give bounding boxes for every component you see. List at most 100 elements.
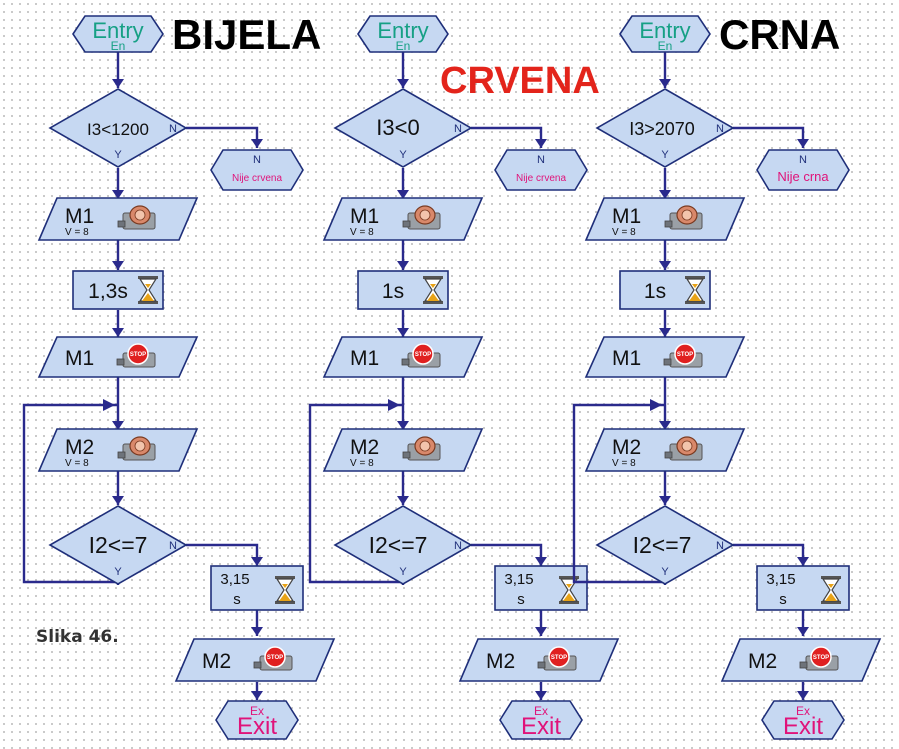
condition-diamond[interactable] bbox=[595, 88, 735, 168]
stop-sign-text: STOP bbox=[813, 655, 829, 661]
arrow-head bbox=[397, 421, 409, 430]
entry-node[interactable] bbox=[619, 15, 711, 53]
motor-on-step[interactable] bbox=[37, 197, 199, 241]
motor2-on-step[interactable] bbox=[37, 428, 199, 472]
heading-crvena: CRVENA bbox=[440, 60, 600, 102]
arrow-head bbox=[112, 421, 124, 430]
condition-diamond[interactable] bbox=[48, 88, 188, 168]
wait2-time: 3,15 bbox=[220, 571, 249, 588]
loop-branch-yes-label: Y bbox=[399, 566, 407, 578]
motor-stop-step[interactable] bbox=[37, 336, 199, 378]
motor2-on-step[interactable] bbox=[584, 428, 746, 472]
stop-sign-text: STOP bbox=[677, 352, 693, 358]
arrow-head bbox=[112, 496, 124, 505]
arrow-head bbox=[797, 139, 809, 148]
flow-line bbox=[733, 126, 805, 148]
arrow-head bbox=[397, 261, 409, 270]
motor-speed: V = 8 bbox=[65, 227, 89, 238]
loop-condition-text: I2<=7 bbox=[633, 532, 692, 558]
arrow-head bbox=[659, 79, 671, 88]
wait2-unit: s bbox=[517, 591, 525, 608]
motor-stop-icon: STOP bbox=[116, 343, 156, 368]
branch-no-label: N bbox=[169, 123, 177, 135]
entry-sub-label: En bbox=[396, 39, 411, 53]
motor-icon bbox=[117, 436, 156, 461]
loop-condition-diamond[interactable] bbox=[595, 505, 735, 585]
arrow-head bbox=[397, 328, 409, 337]
no-branch-node[interactable] bbox=[494, 149, 588, 191]
exit-sub-label: Ex bbox=[534, 704, 548, 718]
arrow-head bbox=[797, 691, 809, 700]
loop-branch-no-label: N bbox=[454, 540, 462, 552]
motor2-speed: V = 8 bbox=[65, 458, 89, 469]
motor-icon bbox=[402, 205, 441, 230]
entry-sub-label: En bbox=[658, 39, 673, 53]
figure-caption: Slika 46. bbox=[36, 627, 119, 647]
condition-diamond[interactable] bbox=[333, 88, 473, 168]
loop-branch-yes-label: Y bbox=[114, 566, 122, 578]
arrow-head bbox=[112, 190, 124, 199]
motor-stop-step[interactable] bbox=[322, 336, 484, 378]
hourglass-icon bbox=[559, 576, 579, 604]
motor-shaft bbox=[664, 220, 673, 228]
stop-sign bbox=[674, 343, 696, 365]
motor-stop-name: M1 bbox=[350, 347, 379, 370]
loop-condition-diamond[interactable] bbox=[333, 505, 473, 585]
loop-condition-diamond[interactable] bbox=[48, 505, 188, 585]
motor-icon bbox=[664, 436, 703, 461]
motor-stop-icon: STOP bbox=[401, 343, 441, 368]
final-stop-step[interactable] bbox=[458, 638, 620, 682]
motor-shaft bbox=[402, 451, 411, 459]
no-branch-node[interactable] bbox=[756, 149, 850, 191]
entry-node[interactable] bbox=[72, 15, 164, 53]
motor2-name: M2 bbox=[65, 436, 94, 459]
loop-branch-yes-label: Y bbox=[661, 566, 669, 578]
no-branch-node[interactable] bbox=[210, 149, 304, 191]
no-branch-N: N bbox=[537, 154, 545, 166]
motor-stop-step[interactable] bbox=[584, 336, 746, 378]
motor-icon bbox=[402, 436, 441, 461]
hourglass-icon bbox=[423, 276, 443, 304]
arrow-head bbox=[659, 421, 671, 430]
entry-node[interactable] bbox=[357, 15, 449, 53]
motor-shaft bbox=[117, 220, 126, 228]
arrow-head bbox=[112, 328, 124, 337]
arrow-head bbox=[659, 328, 671, 337]
motor-stop-name: M1 bbox=[612, 347, 641, 370]
arrow-head bbox=[797, 557, 809, 566]
exit-node[interactable] bbox=[215, 700, 299, 740]
hourglass-bottom bbox=[275, 601, 295, 604]
arrow-head bbox=[535, 691, 547, 700]
final-stop-step[interactable] bbox=[720, 638, 882, 682]
motor-on-step[interactable] bbox=[322, 197, 484, 241]
exit-node[interactable] bbox=[499, 700, 583, 740]
motor2-name: M2 bbox=[612, 436, 641, 459]
arrow-head bbox=[112, 79, 124, 88]
heading-crna: CRNA bbox=[719, 11, 840, 58]
flow-line bbox=[186, 543, 259, 566]
hourglass-bottom bbox=[138, 301, 158, 304]
wait-time: 1,3s bbox=[88, 280, 128, 303]
hourglass-glass bbox=[685, 278, 705, 302]
hourglass-icon bbox=[138, 276, 158, 304]
motor2-on-step[interactable] bbox=[322, 428, 484, 472]
hourglass-sand-top bbox=[430, 284, 436, 288]
stop-sign bbox=[810, 646, 832, 668]
final-stop-step[interactable] bbox=[174, 638, 336, 682]
wait2-unit: s bbox=[779, 591, 787, 608]
branch-no-label: N bbox=[454, 123, 462, 135]
motor-stop-name: M1 bbox=[65, 347, 94, 370]
arrow-head bbox=[251, 139, 263, 148]
motor2-name: M2 bbox=[350, 436, 379, 459]
hourglass-bottom bbox=[423, 301, 443, 304]
final-stop-name: M2 bbox=[202, 650, 231, 673]
entry-label: Entry bbox=[639, 18, 690, 43]
exit-sub-label: Ex bbox=[250, 704, 264, 718]
hourglass-sand bbox=[142, 293, 154, 301]
flow-line bbox=[186, 126, 259, 148]
arrow-head bbox=[659, 190, 671, 199]
motor-on-step[interactable] bbox=[584, 197, 746, 241]
exit-node[interactable] bbox=[761, 700, 845, 740]
entry-label: Entry bbox=[92, 18, 143, 43]
